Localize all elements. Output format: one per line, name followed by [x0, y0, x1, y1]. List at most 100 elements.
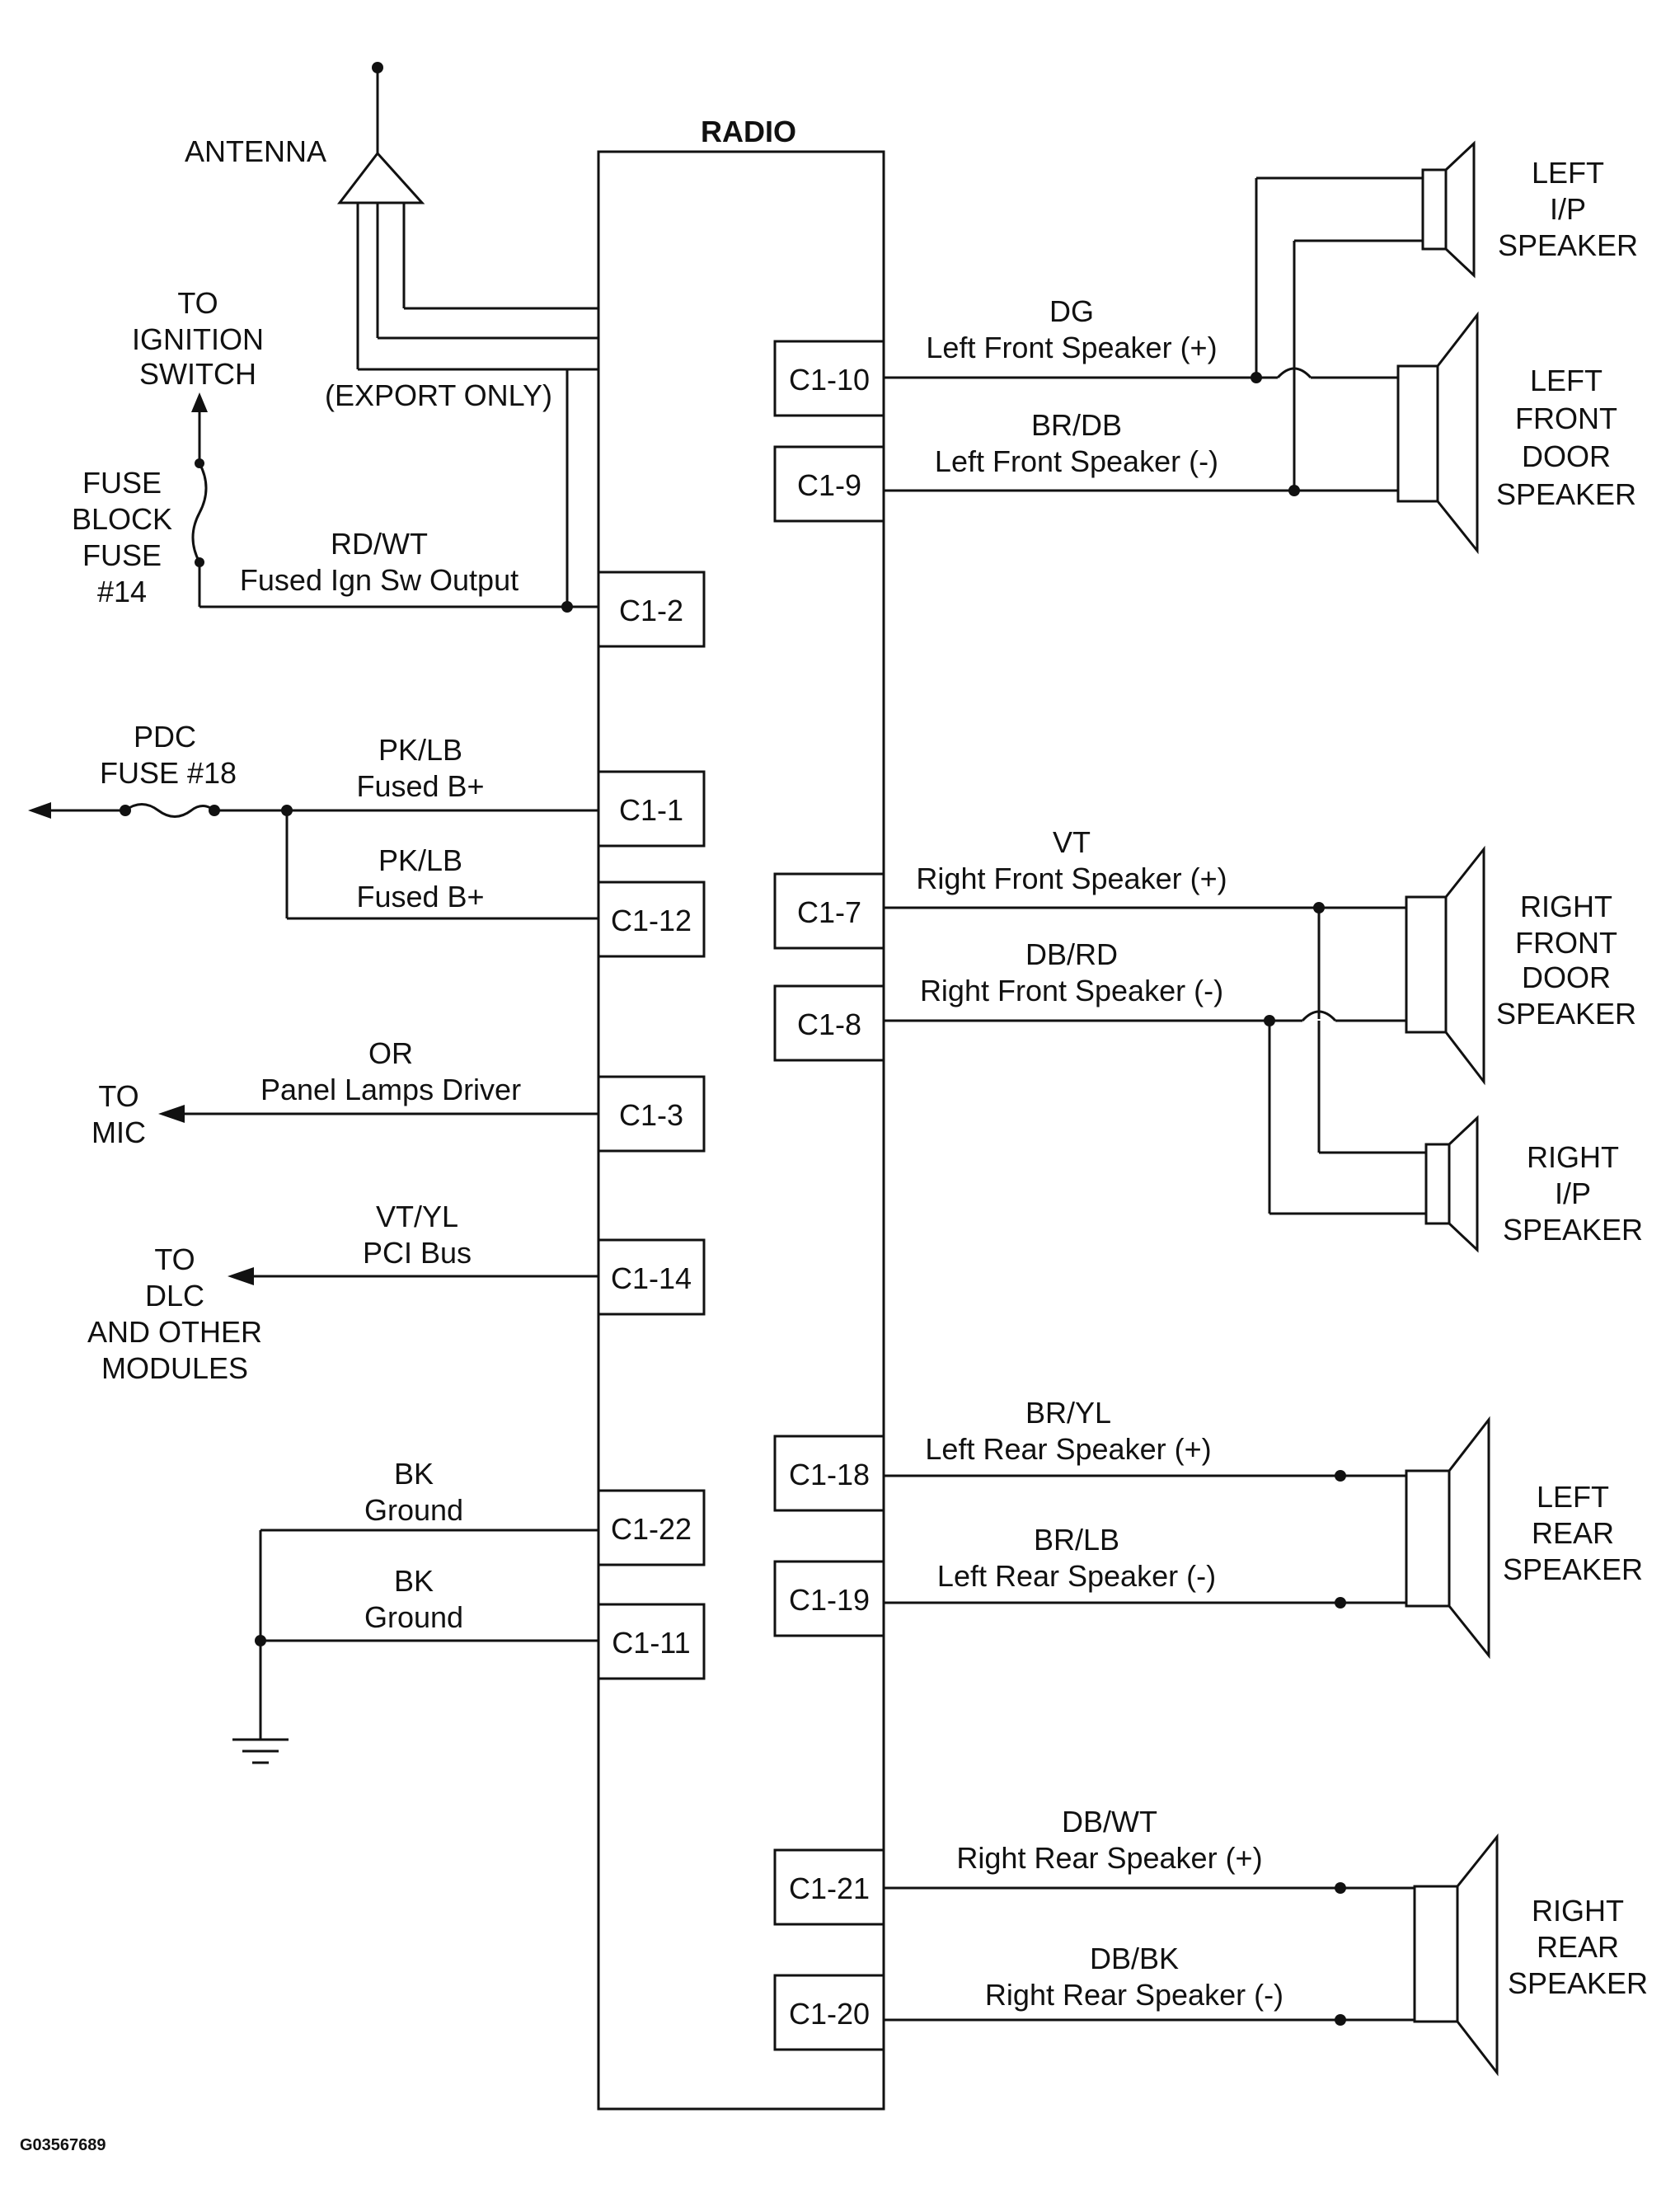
panel-lamps-circuit — [158, 1105, 598, 1123]
right-front-speaker-wiring — [884, 902, 1426, 1215]
wire-c1-21-color: DB/WT — [1062, 1805, 1157, 1839]
right-ip-speaker-line2: I/P — [1555, 1176, 1591, 1210]
fuse-block-line3: FUSE — [82, 538, 162, 572]
wire-c1-12-name: Fused B+ — [356, 880, 484, 913]
wire-c1-19-color: BR/LB — [1034, 1523, 1119, 1557]
pin-box-c1-1 — [597, 770, 706, 848]
pin-label-c1-7: C1-7 — [797, 895, 861, 929]
wire-c1-9-color: BR/DB — [1031, 408, 1122, 442]
mic-label: MIC — [92, 1115, 146, 1149]
battery-feed-circuit — [28, 802, 598, 920]
pin-box-c1-7 — [773, 872, 885, 950]
ignition-to-label: TO — [177, 286, 218, 320]
wire-c1-1-name: Fused B+ — [356, 769, 484, 803]
right-rear-speaker-symbol — [1413, 1833, 1499, 2077]
wire-c1-22-name: Ground — [364, 1493, 463, 1527]
wire-c1-19-name: Left Rear Speaker (-) — [937, 1559, 1216, 1593]
right-rear-speaker-line1: RIGHT — [1532, 1894, 1624, 1928]
right-front-door-speaker-symbol — [1405, 845, 1485, 1086]
left-front-door-speaker-symbol — [1396, 311, 1479, 555]
wire-c1-7-name: Right Front Speaker (+) — [916, 862, 1227, 895]
right-ip-speaker-symbol — [1424, 1115, 1479, 1253]
wire-c1-9-name: Left Front Speaker (-) — [935, 444, 1218, 478]
wire-c1-20-color: DB/BK — [1090, 1942, 1179, 1975]
pin-label-c1-12: C1-12 — [611, 904, 692, 937]
other-modules-label: AND OTHER — [87, 1315, 262, 1349]
pin-box-c1-18 — [773, 1435, 885, 1512]
export-only-label: (EXPORT ONLY) — [325, 378, 552, 412]
antenna-symbol — [336, 62, 598, 371]
pin-box-c1-11 — [597, 1603, 706, 1680]
pin-box-c1-19 — [773, 1560, 885, 1637]
wire-c1-2-name: Fused Ign Sw Output — [240, 563, 519, 597]
pin-label-c1-20: C1-20 — [789, 1997, 870, 2031]
ground-circuit — [232, 1529, 598, 1764]
wire-c1-18-name: Left Rear Speaker (+) — [925, 1432, 1211, 1466]
wire-c1-18-color: BR/YL — [1025, 1396, 1111, 1430]
wire-c1-20-name: Right Rear Speaker (-) — [985, 1978, 1283, 2012]
left-front-door-speaker-line2: FRONT — [1515, 402, 1617, 435]
pin-box-c1-2 — [597, 571, 706, 648]
pin-label-c1-22: C1-22 — [611, 1512, 692, 1546]
pin-box-c1-10 — [773, 340, 885, 417]
left-ip-speaker-line1: LEFT — [1532, 156, 1604, 190]
left-front-door-speaker-line1: LEFT — [1530, 364, 1603, 397]
left-ip-speaker-line3: SPEAKER — [1498, 228, 1638, 262]
pin-label-c1-14: C1-14 — [611, 1261, 692, 1295]
ignition-label: IGNITION — [132, 322, 264, 356]
pci-bus-circuit — [228, 1267, 598, 1285]
modules-label: MODULES — [101, 1351, 248, 1385]
wire-c1-1-color: PK/LB — [378, 733, 462, 767]
pin-box-c1-22 — [597, 1489, 706, 1566]
pin-label-c1-11: C1-11 — [612, 1626, 690, 1660]
right-rear-speaker-wiring — [884, 1882, 1415, 2026]
pin-label-c1-3: C1-3 — [619, 1098, 683, 1132]
pdc-fuse-label: FUSE #18 — [100, 756, 237, 790]
wire-c1-3-color: OR — [368, 1036, 413, 1070]
wire-c1-7-color: VT — [1053, 825, 1091, 859]
left-rear-speaker-line2: REAR — [1532, 1516, 1614, 1550]
right-rear-speaker-line3: SPEAKER — [1508, 1966, 1648, 2000]
left-front-speaker-wiring — [884, 176, 1423, 496]
wire-c1-14-name: PCI Bus — [363, 1236, 472, 1270]
fuse-block-line1: FUSE — [82, 466, 162, 500]
wire-c1-8-color: DB/RD — [1025, 937, 1118, 971]
right-ip-speaker-line1: RIGHT — [1527, 1140, 1619, 1174]
pin-box-c1-9 — [773, 445, 885, 523]
wire-c1-10-color: DG — [1049, 294, 1094, 328]
wire-c1-11-name: Ground — [364, 1600, 463, 1634]
right-rear-speaker-line2: REAR — [1537, 1930, 1619, 1964]
wire-c1-11-color: BK — [394, 1564, 434, 1598]
fuse-block-line2: BLOCK — [72, 502, 172, 536]
antenna-label: ANTENNA — [185, 134, 326, 168]
right-front-door-speaker-line3: DOOR — [1522, 960, 1611, 994]
pin-box-c1-3 — [597, 1075, 706, 1153]
pin-label-c1-19: C1-19 — [789, 1583, 870, 1617]
ignition-circuit — [191, 369, 598, 613]
left-ip-speaker-symbol — [1421, 140, 1476, 279]
pin-label-c1-1: C1-1 — [619, 793, 683, 827]
pin-label-c1-18: C1-18 — [789, 1458, 870, 1491]
pin-box-c1-20 — [773, 1974, 885, 2051]
pdc-label: PDC — [134, 720, 196, 754]
wire-c1-22-color: BK — [394, 1457, 434, 1491]
right-front-door-speaker-line1: RIGHT — [1520, 890, 1612, 923]
wire-c1-3-name: Panel Lamps Driver — [260, 1073, 521, 1106]
wire-c1-10-name: Left Front Speaker (+) — [926, 331, 1217, 364]
left-front-door-speaker-line3: DOOR — [1522, 439, 1611, 473]
pin-box-c1-14 — [597, 1238, 706, 1316]
pin-label-c1-9: C1-9 — [797, 468, 861, 502]
right-ip-speaker-line3: SPEAKER — [1503, 1213, 1643, 1247]
left-ip-speaker-line2: I/P — [1550, 192, 1586, 226]
pin-label-c1-21: C1-21 — [789, 1872, 870, 1905]
mic-to-label: TO — [98, 1079, 138, 1113]
right-front-door-speaker-line2: FRONT — [1515, 926, 1617, 960]
dlc-to-label: TO — [154, 1242, 195, 1276]
wire-c1-21-name: Right Rear Speaker (+) — [956, 1841, 1262, 1875]
left-rear-speaker-symbol — [1405, 1416, 1490, 1660]
pin-box-c1-8 — [773, 984, 885, 1062]
fuse-block-line4: #14 — [97, 575, 147, 608]
left-rear-speaker-line3: SPEAKER — [1503, 1552, 1643, 1586]
left-rear-speaker-line1: LEFT — [1537, 1480, 1609, 1514]
